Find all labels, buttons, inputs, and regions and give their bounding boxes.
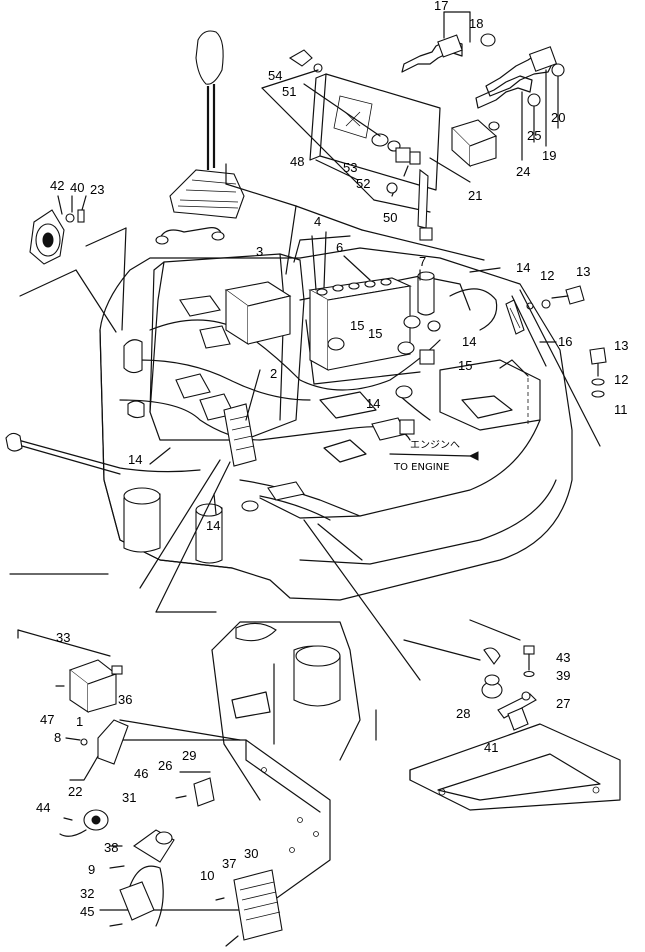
callout-15c: 15 bbox=[458, 358, 472, 373]
callout-31: 31 bbox=[122, 790, 136, 805]
engine-note-english: TO ENGINE bbox=[393, 462, 449, 473]
callout-3: 3 bbox=[256, 244, 263, 259]
callout-14a: 14 bbox=[516, 260, 530, 275]
callout-39: 39 bbox=[556, 668, 570, 683]
shift-lever bbox=[155, 30, 245, 245]
callout-41: 41 bbox=[484, 740, 498, 755]
main-leaders bbox=[19, 163, 557, 515]
callout-26: 26 bbox=[158, 758, 172, 773]
callout-22: 22 bbox=[68, 784, 82, 799]
inset-floor-plate bbox=[303, 519, 621, 811]
callout-29: 29 bbox=[182, 748, 196, 763]
callout-8: 8 bbox=[54, 730, 61, 745]
callout-labels: 17 18 54 51 20 25 24 19 48 53 52 21 50 4… bbox=[36, 0, 628, 919]
callout-28: 28 bbox=[456, 706, 470, 721]
callout-50: 50 bbox=[383, 210, 397, 225]
callout-30: 30 bbox=[244, 846, 258, 861]
callout-20: 20 bbox=[551, 110, 565, 125]
callout-11: 11 bbox=[614, 402, 628, 417]
callout-32: 32 bbox=[80, 886, 94, 901]
engine-note-japanese: エンジンへ bbox=[410, 440, 460, 451]
callout-15b: 15 bbox=[368, 326, 382, 341]
callout-38: 38 bbox=[104, 840, 118, 855]
callout-52: 52 bbox=[356, 176, 370, 191]
callout-44: 44 bbox=[36, 800, 50, 815]
callout-24: 24 bbox=[516, 164, 530, 179]
callout-51: 51 bbox=[282, 84, 296, 99]
callout-21: 21 bbox=[468, 188, 482, 203]
callout-15a: 15 bbox=[350, 318, 364, 333]
callout-25: 25 bbox=[527, 128, 541, 143]
callout-45: 45 bbox=[80, 904, 94, 919]
callout-36: 36 bbox=[118, 692, 132, 707]
callout-47: 47 bbox=[40, 712, 54, 727]
callout-42: 42 bbox=[50, 178, 64, 193]
callout-2: 2 bbox=[270, 366, 277, 381]
callout-12b: 12 bbox=[614, 372, 628, 387]
buzzer-assembly-42 bbox=[29, 195, 87, 265]
inset-control-panel bbox=[9, 459, 361, 947]
top-harness-assembly bbox=[261, 11, 565, 241]
callout-10: 10 bbox=[200, 868, 214, 883]
callout-46: 46 bbox=[134, 766, 148, 781]
callout-13b: 13 bbox=[614, 338, 628, 353]
callout-37: 37 bbox=[222, 856, 236, 871]
right-fasteners bbox=[505, 285, 607, 447]
callout-43: 43 bbox=[556, 650, 570, 665]
callout-14e: 14 bbox=[206, 518, 220, 533]
callout-9: 9 bbox=[88, 862, 95, 877]
callout-12a: 12 bbox=[540, 268, 554, 283]
callout-40: 40 bbox=[70, 180, 84, 195]
callout-13a: 13 bbox=[576, 264, 590, 279]
engine-note: エンジンへ TO ENGINE bbox=[393, 440, 460, 473]
callout-53: 53 bbox=[343, 160, 357, 175]
callout-7: 7 bbox=[419, 254, 426, 269]
callout-48: 48 bbox=[290, 154, 304, 169]
callout-33: 33 bbox=[56, 630, 70, 645]
callout-14c: 14 bbox=[366, 396, 380, 411]
callout-27: 27 bbox=[556, 696, 570, 711]
callout-54: 54 bbox=[268, 68, 282, 83]
callout-16: 16 bbox=[558, 334, 572, 349]
callout-18: 18 bbox=[469, 16, 483, 31]
callout-14d: 14 bbox=[128, 452, 142, 467]
console-body bbox=[5, 235, 573, 601]
callout-23: 23 bbox=[90, 182, 104, 197]
callout-1: 1 bbox=[76, 714, 83, 729]
callout-14b: 14 bbox=[462, 334, 476, 349]
callout-6: 6 bbox=[336, 240, 343, 255]
callout-19: 19 bbox=[542, 148, 556, 163]
callout-4: 4 bbox=[314, 214, 321, 229]
callout-17: 17 bbox=[434, 0, 448, 13]
